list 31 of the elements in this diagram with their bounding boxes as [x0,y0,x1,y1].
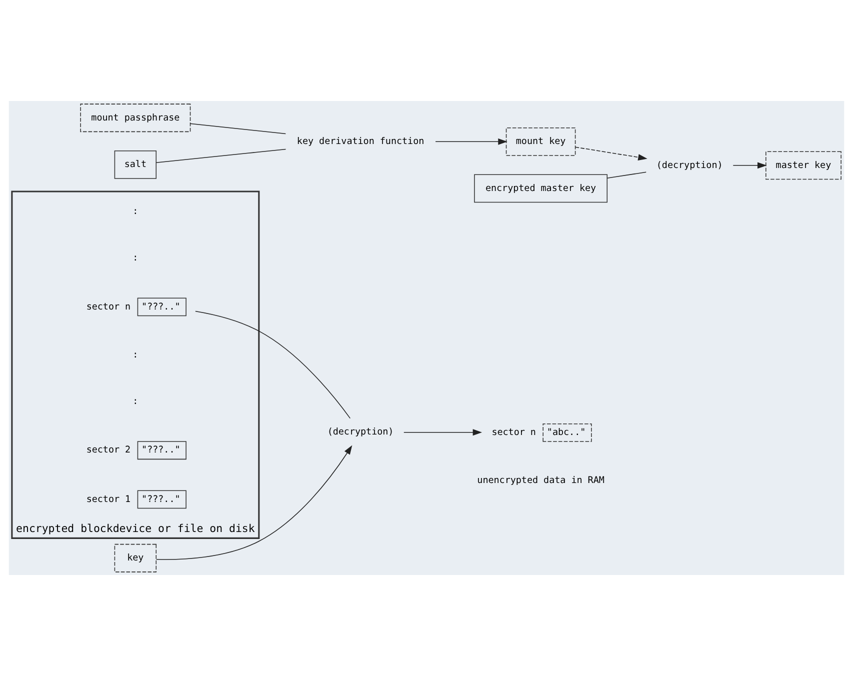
connector [190,122,286,134]
arrow [156,444,352,560]
label: unencrypted data in RAM [477,474,604,486]
node-text: (decryption) [327,426,394,438]
label: : [132,205,138,216]
connector [195,310,351,418]
node-box: "???.." [137,490,186,508]
label: : [132,396,138,407]
arrow [574,146,648,160]
node-label: sector 2 [86,444,131,456]
node-box: salt [114,150,157,178]
node-box: key [114,543,157,572]
node-box: mount key [506,126,576,156]
node-box: master key [766,150,842,180]
arrow [404,428,482,436]
node-label: sector n [86,300,131,312]
arrow [732,162,767,168]
connector [156,148,286,162]
label: : [132,252,138,264]
node-box: "???.." [137,297,186,316]
node-box: mount passphrase [80,103,191,132]
node-box: "???.." [137,440,186,460]
node-box: encrypted master key [474,174,608,202]
node-box: "abc.." [542,423,592,442]
label: : [132,348,138,360]
connector [606,171,646,178]
node-text: (decryption) [656,159,723,170]
node-label: sector 1 [86,493,131,504]
arrow [435,138,508,144]
node-text: key derivation function [296,136,424,147]
node-label: sector n [492,426,536,438]
